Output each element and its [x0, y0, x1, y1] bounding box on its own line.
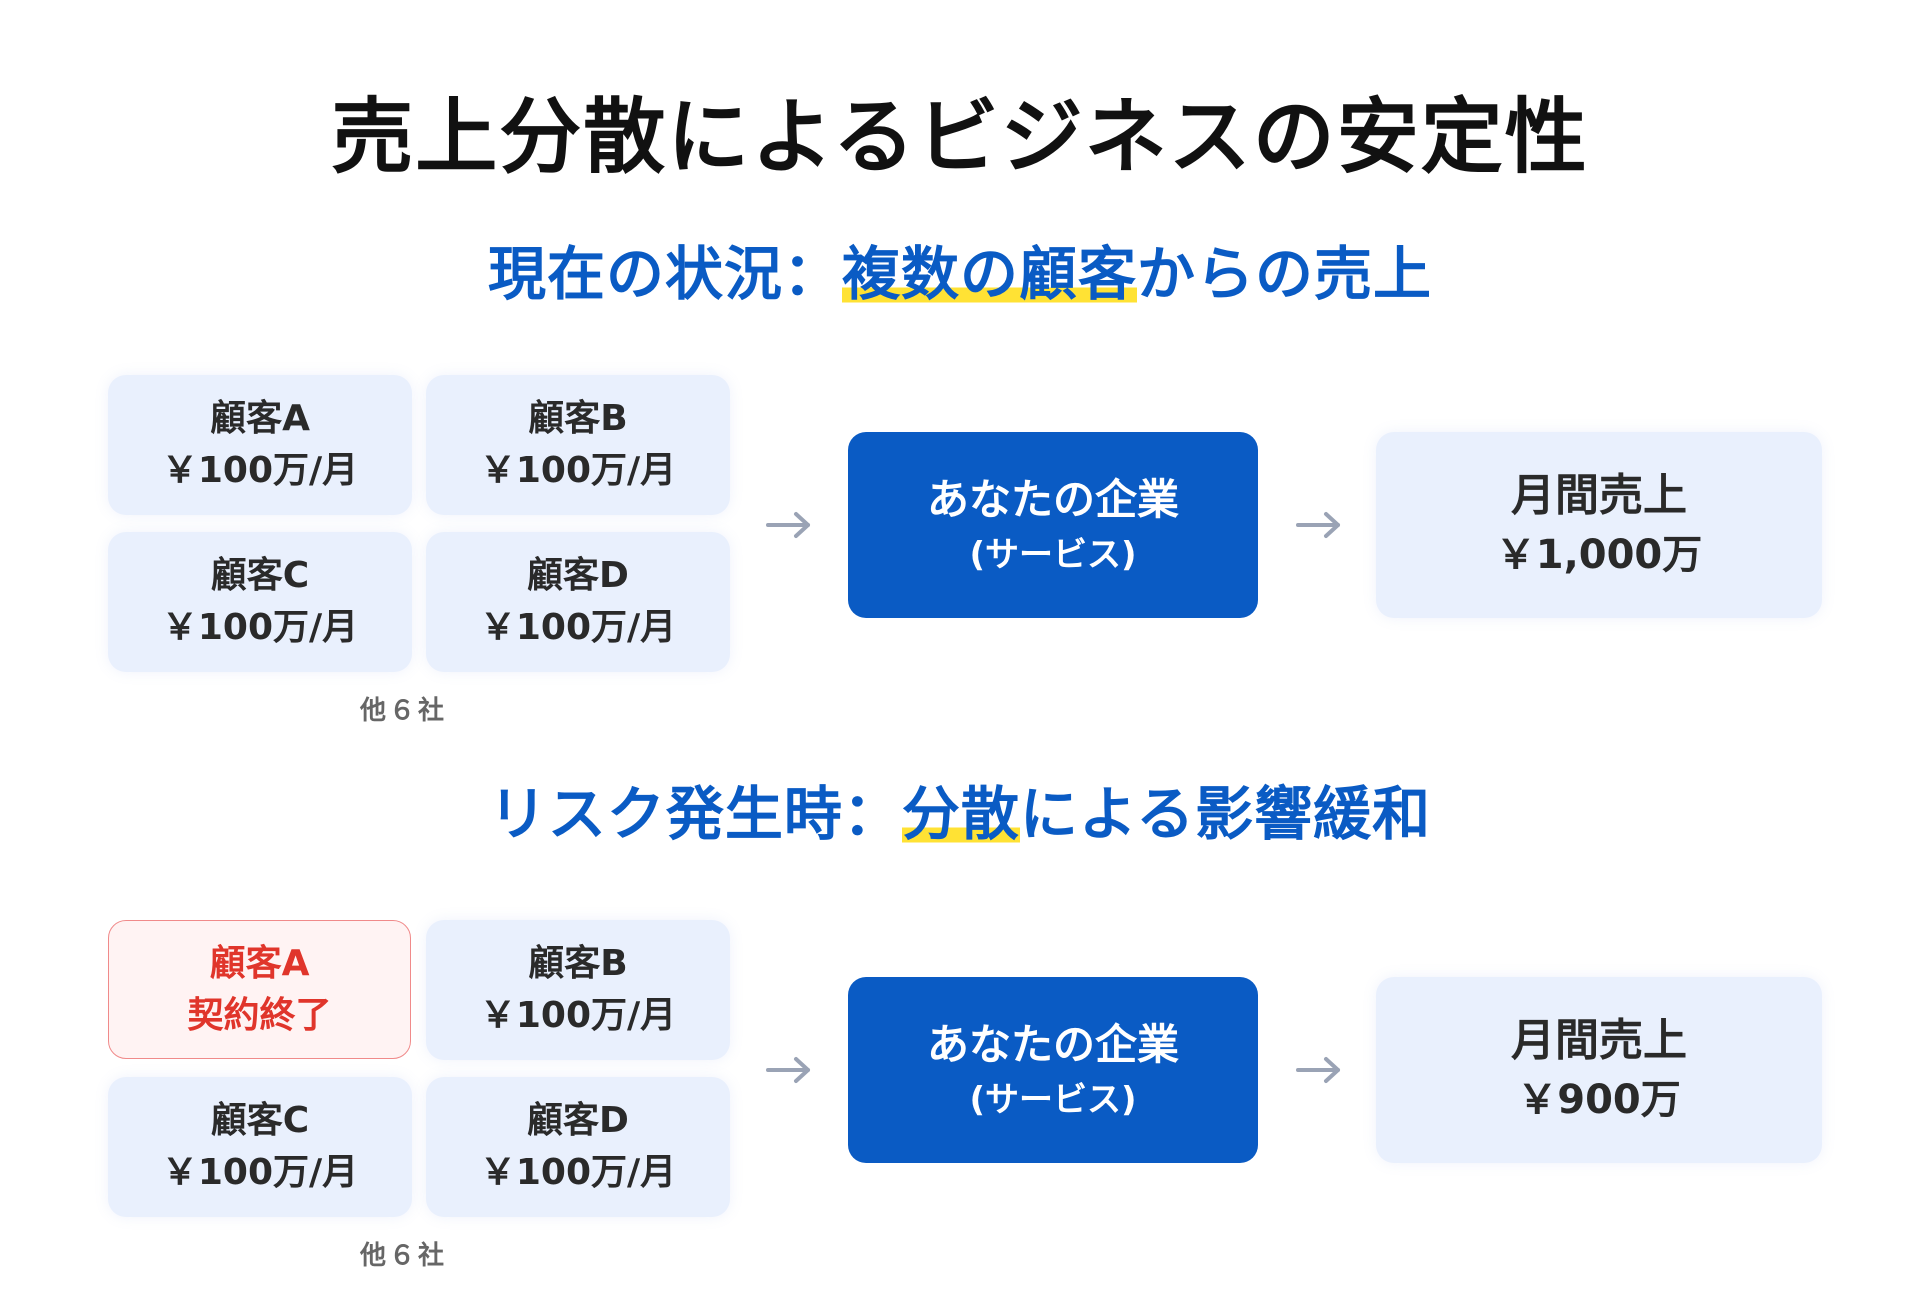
customer-revenue: ￥100万/月 [161, 1152, 359, 1193]
customer-name: 顧客B [528, 943, 628, 984]
customer-revenue: ￥100万/月 [479, 995, 677, 1036]
customer-revenue: ￥100万/月 [479, 1152, 677, 1193]
section-title-suffix: による影響緩和 [1019, 780, 1432, 848]
other-customers-note: 他６社 [360, 696, 448, 726]
customer-card-b: 顧客B ￥100万/月 [426, 375, 730, 515]
customer-name: 顧客C [210, 1100, 310, 1141]
customer-name: 顧客B [528, 398, 628, 439]
revenue-label: 月間売上 [1511, 470, 1687, 521]
customer-card-c: 顧客C ￥100万/月 [108, 532, 412, 672]
customer-revenue: ￥100万/月 [161, 450, 359, 491]
customer-name: 顧客D [527, 1100, 629, 1141]
customer-card-a: 顧客A ￥100万/月 [108, 375, 412, 515]
customer-card-d: 顧客D ￥100万/月 [426, 1077, 730, 1217]
section-title-highlight: 複数の顧客 [841, 240, 1137, 308]
monthly-revenue-box: 月間売上 ￥1,000万 [1376, 432, 1822, 618]
contract-ended-label: 契約終了 [187, 994, 332, 1036]
customer-revenue: ￥100万/月 [161, 607, 359, 648]
customer-card-b: 顧客B ￥100万/月 [426, 920, 730, 1060]
arrow-right-icon [766, 1057, 810, 1083]
section-title-suffix: からの売上 [1137, 240, 1433, 308]
customer-name: 顧客A [210, 398, 310, 439]
section-title-prefix: 現在の状況： [487, 240, 842, 308]
arrow-right-icon [766, 512, 810, 538]
other-customers-note: 他６社 [360, 1241, 448, 1271]
arrow-right-icon [1296, 1057, 1340, 1083]
customer-card-d: 顧客D ￥100万/月 [426, 532, 730, 672]
revenue-value: ￥900万 [1517, 1077, 1681, 1123]
monthly-revenue-box: 月間売上 ￥900万 [1376, 977, 1822, 1163]
customer-revenue: ￥100万/月 [479, 450, 677, 491]
section-title-prefix: リスク発生時： [488, 780, 902, 848]
company-sub: (サービス) [969, 535, 1137, 575]
customer-card-c: 顧客C ￥100万/月 [108, 1077, 412, 1217]
company-name: あなたの企業 [926, 1020, 1179, 1069]
customer-name: 顧客C [210, 555, 310, 596]
company-box: あなたの企業 (サービス) [848, 432, 1258, 618]
section-title-risk: リスク発生時：分散による影響緩和 [0, 778, 1920, 850]
revenue-label: 月間売上 [1511, 1015, 1687, 1066]
customer-name: 顧客A [209, 942, 310, 984]
revenue-value: ￥1,000万 [1495, 532, 1703, 578]
customer-card-a-ended: 顧客A 契約終了 [108, 920, 411, 1059]
company-name: あなたの企業 [926, 475, 1179, 524]
company-box: あなたの企業 (サービス) [848, 977, 1258, 1163]
customer-name: 顧客D [527, 555, 629, 596]
company-sub: (サービス) [969, 1080, 1137, 1120]
arrow-right-icon [1296, 512, 1340, 538]
section-title-highlight: 分散 [901, 780, 1020, 848]
section-title-current: 現在の状況：複数の顧客からの売上 [0, 238, 1920, 310]
customer-revenue: ￥100万/月 [479, 607, 677, 648]
page-title: 売上分散によるビジネスの安定性 [331, 90, 1589, 185]
